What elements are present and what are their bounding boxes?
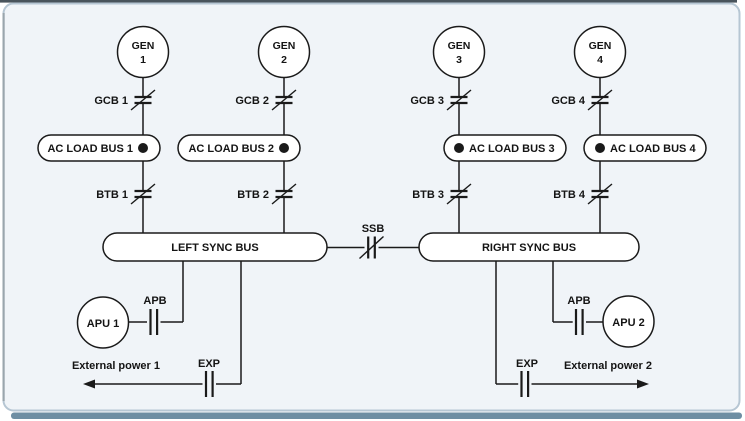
gen-4-label-line2: 4 <box>597 54 603 66</box>
external-power-2-wire <box>495 261 639 385</box>
ac-load-bus-3-label: AC LOAD BUS 3 <box>469 143 555 155</box>
gcb-1-label: GCB 1 <box>94 95 128 107</box>
gen-3-label-line2: 3 <box>456 54 462 66</box>
btb-3-label: BTB 3 <box>412 189 444 201</box>
generator-column-4: GEN 4 GCB 4 AC LOAD BUS 4 BTB 4 <box>551 25 707 233</box>
ac-load-bus-3-junction-dot <box>454 143 464 153</box>
generator-column-3: GEN 3 GCB 3 AC LOAD BUS 3 BTB 3 <box>410 25 567 233</box>
ssb-label: SSB <box>362 223 385 235</box>
ac-load-bus-2-junction-dot <box>279 143 289 153</box>
left-sync-bus-label: LEFT SYNC BUS <box>171 242 258 254</box>
gen-4-circle <box>573 25 627 79</box>
gcb-3-label: GCB 3 <box>410 95 444 107</box>
external-power-1-branch: EXP External power 1 <box>72 261 242 399</box>
btb-4-label: BTB 4 <box>553 189 586 201</box>
gen-2-circle <box>257 25 311 79</box>
generator-column-1: GEN 1 GCB 1 AC LOAD BUS 1 BTB 1 <box>37 25 170 233</box>
apu-1-branch: APB APU 1 <box>76 261 184 349</box>
gen-1-label-line2: 1 <box>140 54 146 66</box>
gen-3-label-line1: GEN <box>448 40 471 52</box>
generator-column-2: GEN 2 GCB 2 AC LOAD BUS 2 BTB 2 <box>177 25 311 233</box>
apu-2-branch: APB APU 2 <box>552 261 655 348</box>
ac-load-bus-1-label: AC LOAD BUS 1 <box>47 143 133 155</box>
external-power-2-label: External power 2 <box>564 360 652 372</box>
panel-shadow <box>11 412 742 419</box>
gen-4-label-line1: GEN <box>589 40 612 52</box>
external-power-2-branch: EXP External power 2 <box>495 261 652 399</box>
gen-2-label-line2: 2 <box>281 54 287 66</box>
external-power-1-arrow <box>83 379 95 389</box>
ac-load-bus-2-label: AC LOAD BUS 2 <box>188 143 274 155</box>
gcb-2-label: GCB 2 <box>235 95 269 107</box>
ac-load-bus-2 <box>177 134 301 162</box>
apb-right-label: APB <box>567 295 590 307</box>
gen-1-circle <box>116 25 170 79</box>
apu-2-wire <box>552 261 603 323</box>
gcb-4-label: GCB 4 <box>551 95 586 107</box>
external-power-1-wire <box>93 261 242 385</box>
gen-2-label-line1: GEN <box>273 40 296 52</box>
ssb-tie: SSB <box>327 223 419 260</box>
ac-load-bus-4-label: AC LOAD BUS 4 <box>610 143 696 155</box>
apu-2-label: APU 2 <box>612 317 644 329</box>
external-power-2-arrow <box>637 379 649 389</box>
exp-right-label: EXP <box>516 358 538 370</box>
ac-load-bus-3 <box>443 134 567 162</box>
apu-1-circle <box>76 296 130 349</box>
apu-2-circle <box>602 295 655 348</box>
right-sync-bus-label: RIGHT SYNC BUS <box>482 242 576 254</box>
ac-load-bus-4 <box>583 134 707 162</box>
apu-1-label: APU 1 <box>87 318 119 330</box>
gen-3-circle <box>432 25 486 79</box>
apb-left-label: APB <box>143 295 166 307</box>
btb-2-label: BTB 2 <box>237 189 269 201</box>
ac-load-bus-1 <box>37 134 161 162</box>
top-edge-line <box>0 0 737 3</box>
ac-load-bus-1-junction-dot <box>138 143 148 153</box>
external-power-1-label: External power 1 <box>72 360 160 372</box>
panel-background <box>2 2 741 412</box>
btb-1-label: BTB 1 <box>96 189 128 201</box>
gen-1-label-line1: GEN <box>132 40 155 52</box>
apu-1-wire <box>128 261 184 323</box>
exp-left-label: EXP <box>198 358 220 370</box>
ac-load-bus-4-junction-dot <box>595 143 605 153</box>
